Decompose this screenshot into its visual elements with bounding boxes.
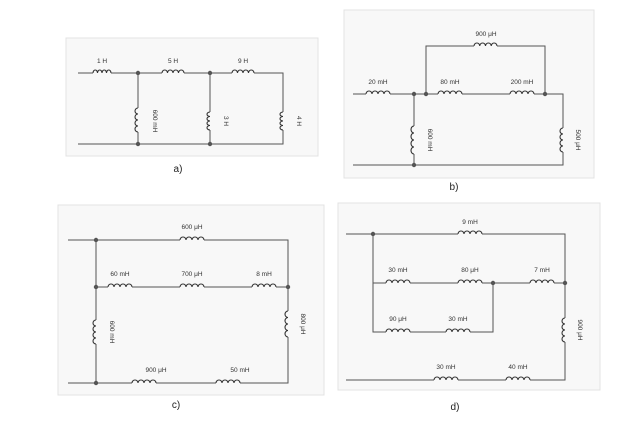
label-a-5: 3 H: [222, 116, 229, 126]
label-a-3: 9 H: [238, 58, 248, 65]
label-d-6: 30 mH: [448, 316, 467, 323]
caption-c: c): [172, 400, 180, 411]
label-d-9: 40 mH: [508, 364, 527, 371]
label-b-6: 500 μH: [574, 129, 581, 150]
label-c-3: 700 μH: [181, 271, 202, 278]
label-c-8: 50 mH: [230, 367, 249, 374]
label-b-1: 900 μH: [475, 31, 496, 38]
label-c-6: 800 μH: [299, 313, 306, 334]
label-d-2: 30 mH: [388, 267, 407, 274]
label-d-7: 900 μH: [576, 319, 583, 340]
label-a-6: 4 H: [295, 116, 302, 126]
circuit-b: 900 μH 20 mH 80 mH 200 mH 600 mH 500 μH …: [343, 9, 595, 193]
circuit-c: 600 μH 60 mH 700 μH 8 mH 600 mH 800 μH 9…: [57, 204, 325, 411]
label-a-1: 1 H: [97, 58, 107, 65]
circuit-a: 1 H 5 H 9 H 600 mH 3 H 4 H a): [65, 37, 319, 175]
label-c-5: 600 mH: [108, 321, 115, 344]
label-b-5: 600 mH: [426, 129, 433, 152]
caption-b: b): [450, 182, 459, 193]
label-d-4: 7 mH: [534, 267, 550, 274]
circuit-d: 9 mH 30 mH 80 μH 7 mH 90 μH 30 mH 900 μH…: [337, 202, 601, 413]
label-a-2: 5 H: [168, 58, 178, 65]
label-b-2: 20 mH: [368, 79, 387, 86]
label-b-3: 80 mH: [440, 79, 459, 86]
label-c-2: 60 mH: [110, 271, 129, 278]
label-c-4: 8 mH: [256, 271, 272, 278]
label-d-3: 80 μH: [461, 267, 479, 274]
label-c-1: 600 μH: [181, 224, 202, 231]
label-d-1: 9 mH: [462, 219, 478, 226]
caption-d: d): [451, 402, 460, 413]
label-c-7: 900 μH: [145, 367, 166, 374]
caption-a: a): [174, 164, 183, 175]
label-d-8: 30 mH: [436, 364, 455, 371]
label-d-5: 90 μH: [389, 316, 407, 323]
label-b-4: 200 mH: [511, 79, 534, 86]
label-a-4: 600 mH: [151, 110, 158, 133]
